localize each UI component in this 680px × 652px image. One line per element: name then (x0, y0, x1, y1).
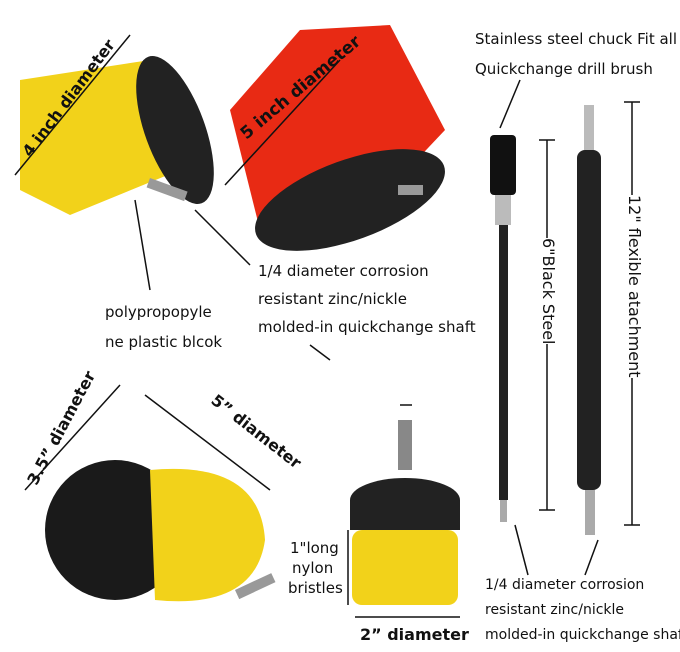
round-black-yellow-brush (45, 460, 276, 602)
label-shaft-bottom-line1: 1/4 diameter corrosion (485, 577, 645, 593)
label-bristle-line1: 1"long (290, 539, 339, 557)
label-2-inch-diameter: 2” diameter (360, 625, 469, 644)
label-flexible-attachment: 12" flexible atachment (625, 195, 644, 378)
small-2inch-brush (350, 420, 460, 605)
label-bristle-line2: nylon (292, 559, 334, 577)
label-shaft-top-line3: molded-in quickchange shaft (258, 318, 476, 336)
label-shaft-bottom-line2: resistant zinc/nickle (485, 602, 625, 618)
label-shaft-top-line1: 1/4 diameter corrosion (258, 262, 429, 280)
label-shaft-bottom-line3: molded-in quickchange shaft (485, 627, 680, 643)
label-black-steel: 6"Black Steel (539, 238, 558, 345)
label-shaft-top-line2: resistant zinc/nickle (258, 290, 407, 308)
label-chuck-line2: Quickchange drill brush (475, 60, 653, 78)
label-bristle-line3: bristles (288, 579, 343, 597)
flexible-attachment (577, 105, 601, 535)
yellow-4inch-brush (20, 55, 214, 215)
dimension-lines (14, 34, 640, 618)
black-steel-extension (490, 135, 516, 522)
label-chuck-line1: Stainless steel chuck Fit all (475, 30, 677, 48)
red-5inch-brush (230, 25, 445, 251)
label-poly-line1: polypropopyle (105, 303, 212, 321)
label-poly-line2: ne plastic blcok (105, 333, 223, 351)
